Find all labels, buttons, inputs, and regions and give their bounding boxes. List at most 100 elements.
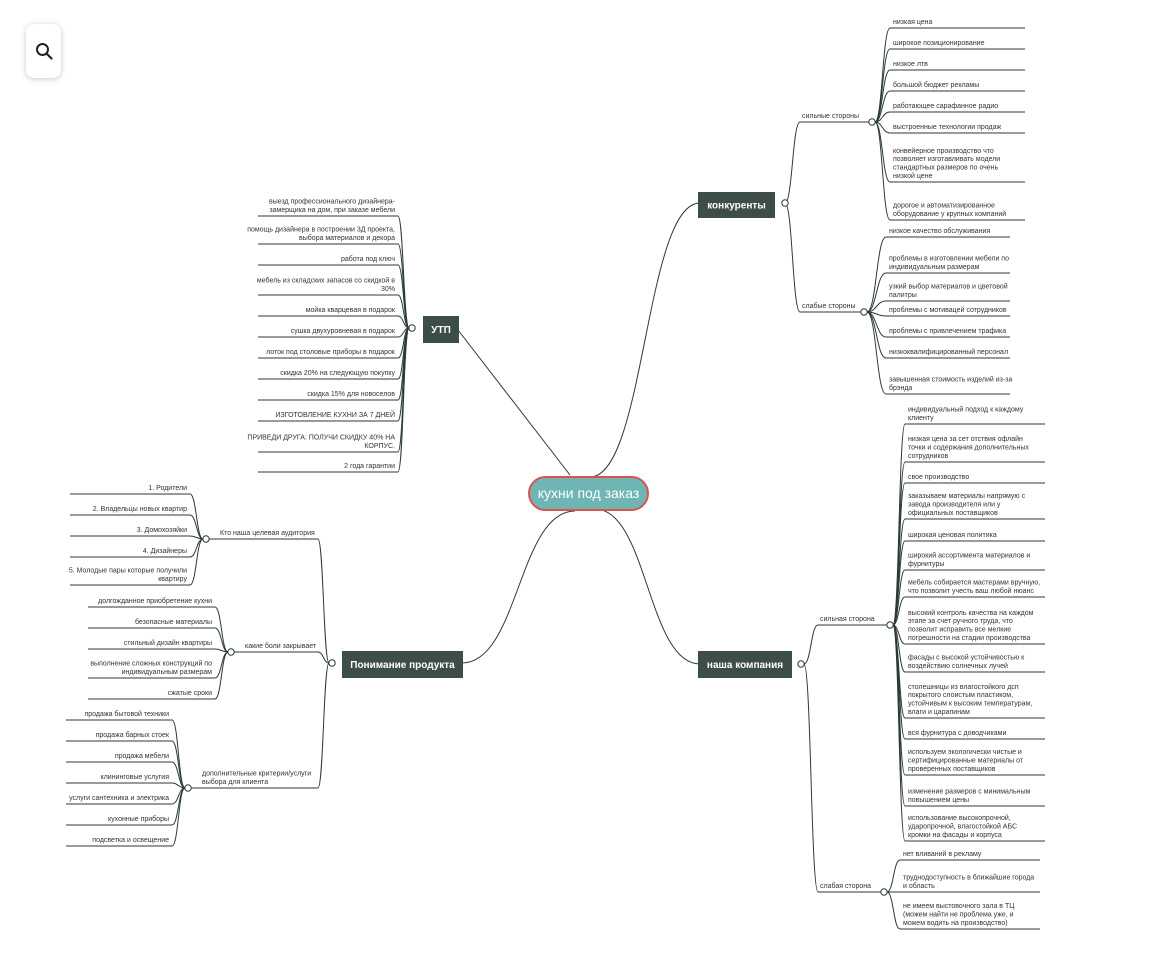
product-2-item-6: подсветка и освещение [92,837,169,844]
search-button[interactable] [26,24,61,78]
branch-company[interactable]: наша компания [707,660,783,671]
product-group-2-handle[interactable] [184,784,192,792]
konkurenty-1-item-4: проблемы с привлечением трафика [889,327,1006,335]
company-0-item-13: использование высокопрочной,ударопрочной… [908,814,1017,839]
link-konkurenty-0-7 [874,121,891,221]
link-konkurenty-0-3 [874,90,891,123]
konkurenty-group-0-handle[interactable] [868,118,876,126]
product-2-item-4: услуги сантехника и электрика [69,795,169,802]
link-product-2-6 [171,787,186,847]
utp-item-7: скидка 20% на следующую покупку [280,370,395,377]
link-company-1-0 [886,859,901,893]
link-konkurenty-1-0 [866,236,887,313]
link-root-utp [457,329,571,476]
link-konkurenty-1-6 [866,311,887,395]
konkurenty-group-1-handle[interactable] [860,308,868,316]
mind-map-connectors [171,27,906,930]
konkurenty-1-item-0: низкое качество обслуживания [889,227,990,235]
link-product-1-4 [214,651,229,700]
product-0-item-3: 4. Дизайнеры [143,547,187,555]
link-product-0 [317,538,330,664]
link-company-0-13 [892,624,906,842]
branch-utp-handle[interactable] [408,324,416,332]
utp-item-0: выезд профессионального дизайнера-замерщ… [269,198,396,214]
company-0-item-10: вся фурнитура с доводчиками [908,730,1006,737]
utp-item-9: ИЗГОТОВЛЕНИЕ КУХНИ ЗА 7 ДНЕЙ [275,410,395,419]
branch-konkurenty-box[interactable] [698,192,775,218]
utp-item-1: помощь дизайнера в построении 3Д проекта… [247,226,395,242]
branch-utp[interactable]: УТП [431,325,451,336]
link-konkurenty-0 [784,121,801,204]
root-node-box[interactable] [528,476,649,511]
link-product-0-4 [189,538,204,586]
konkurenty-1-item-5: низкоквалифицированный персонал [889,348,1008,356]
link-product-2-0 [171,719,186,789]
product-group-1-handle[interactable] [227,648,235,656]
branch-product-box[interactable] [342,651,463,678]
branch-utp-box[interactable] [423,316,459,343]
company-group-0-handle[interactable] [886,621,894,629]
utp-item-8: скидка 15% для новоселов [307,391,395,398]
link-konkurenty-1 [784,202,801,313]
product-group-0-handle[interactable] [202,535,210,543]
link-konkurenty-1-1 [866,272,887,313]
link-utp-11 [397,327,410,473]
konkurenty-0-item-4: работающее сарафанное радио [893,102,998,110]
konkurenty-0-item-0: низкая цена [893,19,933,26]
product-2-item-5: кухонные приборы [108,815,169,823]
branch-konkurenty[interactable]: конкуренты [707,201,766,212]
utp-item-5: сушка двухуровневая в подарок [291,328,396,335]
link-konkurenty-0-4 [874,111,891,123]
branch-company-box[interactable] [698,651,792,678]
konkurenty-0-item-1: широкое позиционирование [893,40,985,47]
konkurenty-group-0: сильные стороны [802,113,859,120]
link-product-1-1 [214,627,229,653]
branch-product[interactable]: Понимание продукта [350,660,455,671]
company-0-item-2: свое производство [908,474,969,481]
search-icon [35,43,53,60]
product-group-1: какие боли закрывает [245,642,317,650]
company-group-1-handle[interactable] [880,888,888,896]
link-konkurenty-0-1 [874,48,891,123]
product-1-item-0: долгожданное приобретение кухни [98,597,212,605]
company-group-1: слабая сторона [820,882,871,890]
product-1-item-1: безопасные материалы [135,618,212,626]
link-utp-3 [397,294,410,329]
link-konkurenty-0-5 [874,121,891,134]
product-0-item-0: 1. Родители [148,485,187,492]
product-1-item-4: сжатые сроки [168,690,212,697]
konkurenty-0-item-3: большой бюджет рекламы [893,81,979,89]
link-company-1 [803,663,819,893]
mind-map-nodes: кухни под заказ конкуренты сильные стороны… [66,19,1045,930]
utp-item-3: мебель из складских запасов со скидкой в… [257,277,395,293]
branch-konkurenty-handle[interactable] [781,199,789,207]
utp-item-6: лоток под столовые приборы в подарок [266,348,396,356]
product-group-0: Кто наша целевая аудитория [220,530,315,537]
link-product-2-1 [171,740,186,789]
branch-company-handle[interactable] [797,660,805,668]
link-utp-1 [397,243,410,329]
utp-item-4: мойка кварцевая в подарок [306,306,396,314]
product-2-item-0: продажа бытовой техники [85,710,170,718]
root-node[interactable]: кухни под заказ [538,485,640,501]
link-root-company [594,508,701,665]
konkurenty-0-item-5: выстроенные технологии продаж [893,124,1001,131]
link-root-product [461,510,576,664]
link-utp-4 [397,315,410,329]
link-root-konkurenty [589,202,701,478]
branch-product-handle[interactable] [328,659,336,667]
